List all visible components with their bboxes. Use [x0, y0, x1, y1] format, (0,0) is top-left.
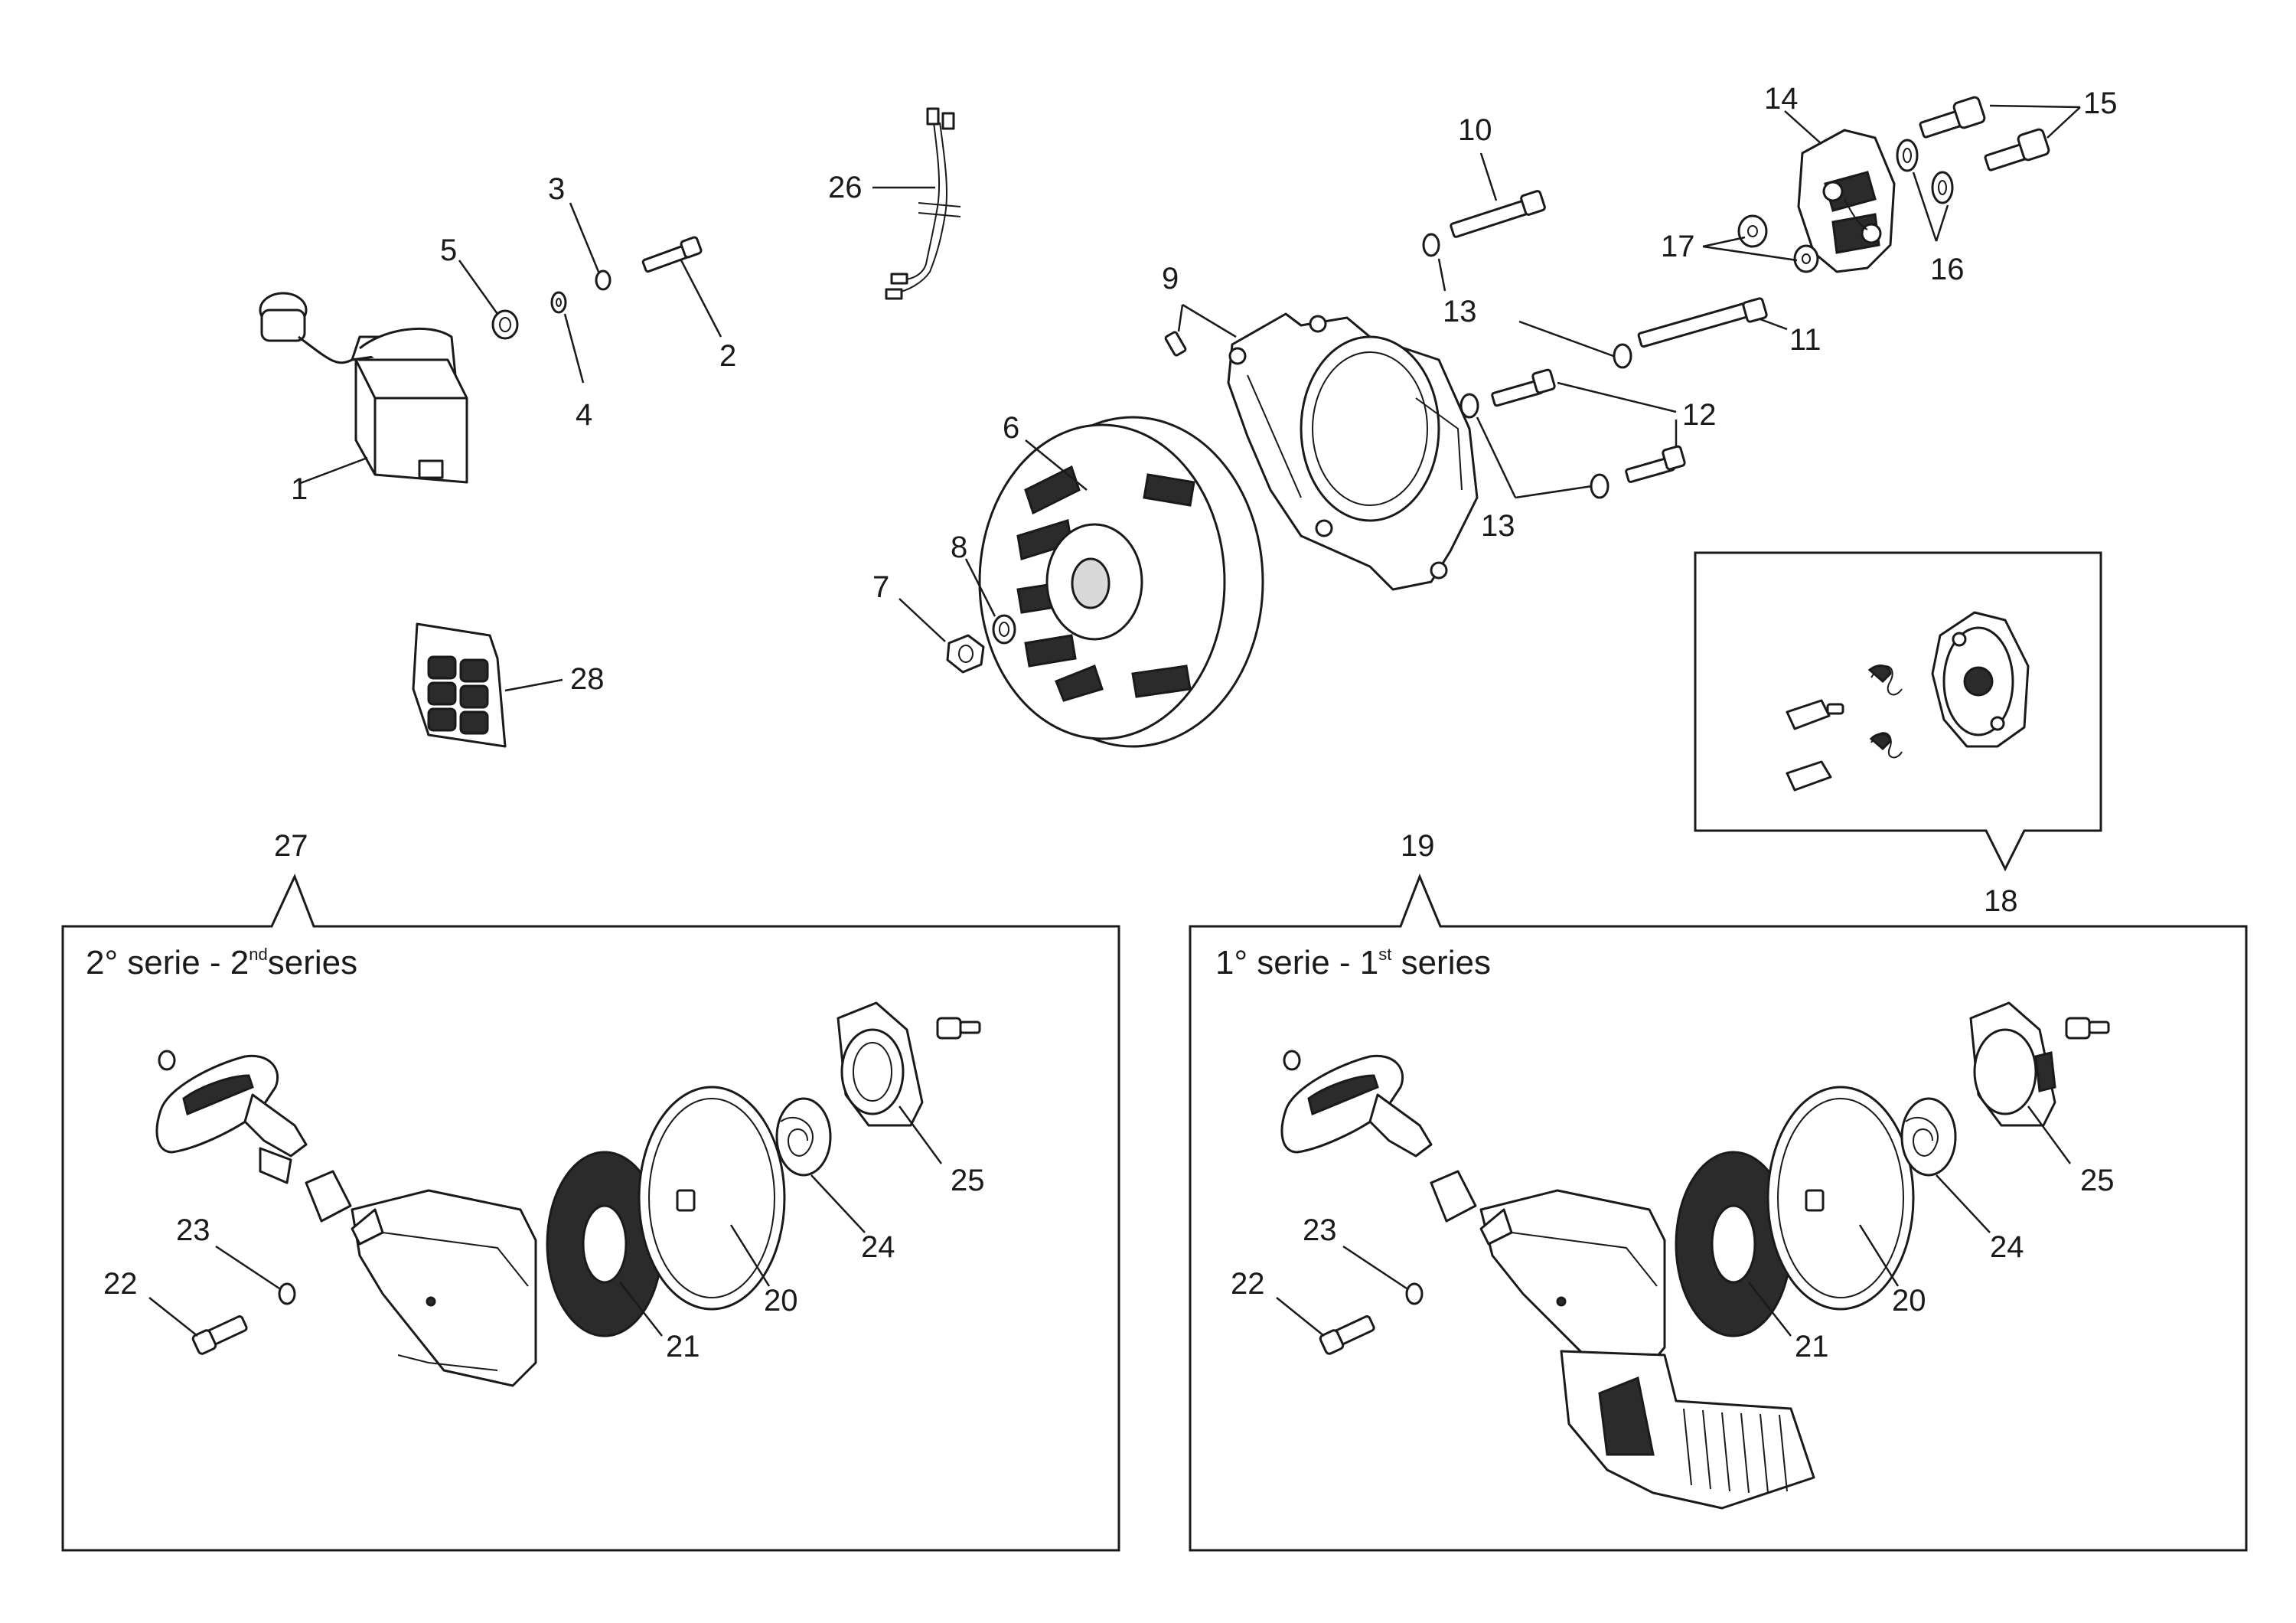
label-24-right: 24	[1990, 1230, 2024, 1264]
pin-9	[1164, 331, 1187, 357]
starter-box-19	[1189, 873, 2248, 1552]
washer-8	[992, 614, 1016, 645]
label-4: 4	[576, 398, 592, 432]
label-18: 18	[1984, 884, 2018, 918]
label-12: 12	[1682, 398, 1717, 432]
washer-16-a	[1896, 139, 1919, 172]
label-11: 11	[1789, 323, 1821, 357]
label-7: 7	[872, 570, 889, 604]
label-25-right: 25	[2080, 1164, 2115, 1197]
label-6: 6	[1003, 411, 1019, 445]
washer-17-b	[1793, 244, 1819, 273]
spacer-5	[491, 309, 519, 340]
washer-17-a	[1737, 214, 1768, 248]
label-20-left: 20	[764, 1284, 798, 1318]
spark-plug-cap-lines	[298, 456, 368, 485]
label-21-left: 21	[666, 1330, 700, 1363]
screw-10	[1450, 190, 1546, 238]
box-27-title: 2° serie - 2ndseries	[86, 944, 357, 981]
label-22-right: 22	[1231, 1267, 1265, 1301]
label-20-right: 20	[1892, 1284, 1926, 1318]
label-26: 26	[828, 171, 863, 204]
label-22-left: 22	[103, 1267, 138, 1301]
label-16: 16	[1930, 253, 1965, 286]
label-14: 14	[1764, 82, 1799, 116]
screw-12-upper	[1491, 368, 1556, 407]
label-13-top: 13	[1443, 295, 1477, 328]
label-21-right: 21	[1795, 1330, 1829, 1363]
label-5: 5	[440, 233, 457, 267]
flywheel-6	[978, 416, 1264, 748]
screw-2	[641, 236, 703, 273]
washer-13-low	[1590, 473, 1609, 499]
crankcase-cover	[1227, 312, 1479, 591]
label-1: 1	[291, 472, 308, 506]
washer-13-left	[1459, 393, 1479, 419]
label-19: 19	[1401, 829, 1435, 863]
label-15: 15	[2083, 87, 2118, 120]
label-2: 2	[719, 339, 736, 373]
label-8: 8	[951, 531, 967, 564]
screw-15-a	[1919, 96, 1986, 139]
washer-13-mid	[1613, 343, 1632, 369]
label-25-left: 25	[951, 1164, 985, 1197]
label-24-left: 24	[861, 1230, 895, 1264]
ignition-coil	[259, 292, 468, 484]
washer-4	[550, 291, 567, 314]
clutch-kit-box-18	[1694, 551, 2102, 872]
label-3: 3	[548, 172, 565, 206]
label-28: 28	[570, 662, 605, 696]
washer-13-top	[1422, 233, 1440, 257]
screw-11	[1637, 297, 1768, 348]
label-9: 9	[1162, 262, 1179, 296]
label-23-right: 23	[1303, 1213, 1337, 1247]
box-19-title: 1° serie - 1st series	[1215, 944, 1491, 981]
label-sheet-28	[412, 622, 507, 748]
starter-box-27	[61, 874, 1120, 1552]
washer-3	[595, 269, 612, 291]
wire-harness-26	[885, 107, 961, 300]
clutch-14	[1797, 129, 1896, 273]
nut-7	[946, 634, 985, 674]
screw-15-b	[1984, 128, 2050, 171]
label-23-left: 23	[176, 1213, 210, 1247]
label-17: 17	[1661, 230, 1695, 263]
label-13-bottom: 13	[1481, 509, 1515, 543]
label-27: 27	[274, 829, 308, 863]
washer-16-b	[1931, 171, 1954, 204]
screw-12-lower	[1625, 445, 1686, 483]
label-10: 10	[1458, 113, 1492, 147]
